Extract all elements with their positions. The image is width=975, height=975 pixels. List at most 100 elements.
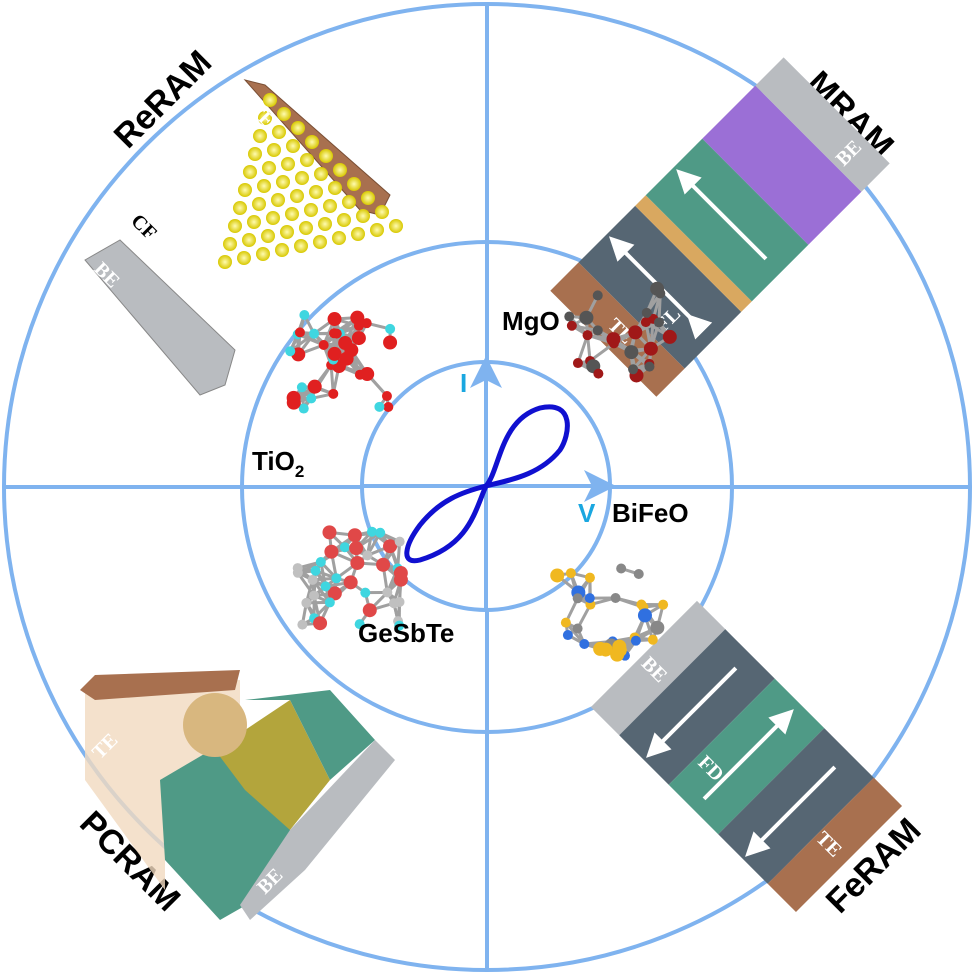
atom — [347, 528, 362, 543]
tio2-label-main: TiO — [252, 446, 295, 476]
voltage-axis-label: V — [578, 498, 596, 528]
atom — [582, 330, 593, 341]
feram-bottom-electrode — [590, 600, 726, 736]
atom — [633, 568, 644, 579]
filament-atom — [237, 251, 251, 265]
atom — [327, 312, 342, 327]
atom — [644, 361, 655, 372]
filament-atom — [294, 239, 308, 253]
atom — [566, 320, 577, 331]
atom — [298, 403, 309, 414]
filament-atom — [333, 163, 347, 177]
atom — [324, 597, 335, 608]
atom — [306, 393, 317, 404]
atom — [382, 587, 393, 598]
atom — [307, 574, 318, 585]
atom — [584, 593, 595, 604]
filament-atom — [257, 179, 271, 193]
atom — [593, 368, 604, 379]
mram-afm-layer — [702, 85, 862, 245]
atom — [650, 620, 665, 635]
atom — [624, 345, 639, 360]
filament-atom — [305, 135, 319, 149]
filament-atom — [271, 193, 285, 207]
atom — [565, 568, 576, 579]
pcram-upper-block — [245, 690, 375, 780]
tio2-label-subscript: 2 — [295, 462, 304, 481]
atom — [362, 603, 377, 618]
filament-atom — [389, 219, 403, 233]
filament-atom — [242, 233, 256, 247]
filament-atom — [238, 183, 252, 197]
atom — [322, 525, 337, 540]
filament-atom — [280, 225, 294, 239]
filament-atom — [314, 167, 328, 181]
atom — [388, 598, 399, 609]
atom — [354, 619, 365, 630]
atom — [572, 623, 583, 634]
reram-cf-label: CF — [126, 210, 160, 244]
filament-atom — [328, 181, 342, 195]
atom — [637, 608, 652, 623]
atom — [579, 310, 594, 325]
filament-atom — [233, 201, 247, 215]
mgo-crystal — [564, 281, 677, 383]
filament-atom — [228, 219, 242, 233]
atom — [374, 401, 385, 412]
atom — [297, 619, 308, 630]
bifeo-label: BiFeO — [612, 498, 689, 528]
atom — [394, 536, 405, 547]
atom — [564, 311, 575, 322]
atom — [628, 364, 639, 375]
atom — [327, 346, 342, 361]
atom — [320, 581, 331, 592]
hysteresis-loop — [404, 404, 570, 564]
atom — [393, 572, 408, 587]
atom — [313, 616, 328, 631]
filament-atom — [295, 171, 309, 185]
atom — [318, 340, 329, 351]
filament-atom — [299, 221, 313, 235]
atom — [315, 556, 326, 567]
atom — [616, 563, 627, 574]
atom — [584, 572, 595, 583]
conductive-filament — [218, 93, 403, 269]
pinned-layer-arrow — [676, 169, 768, 261]
filament-atom — [223, 237, 237, 251]
atom — [550, 568, 565, 583]
atom — [361, 318, 372, 329]
filament-atom — [247, 215, 261, 229]
atom — [653, 317, 664, 328]
filament-atom — [267, 143, 281, 157]
mgo-label: MgO — [502, 306, 560, 336]
atom — [641, 307, 652, 318]
filament-atom — [258, 111, 272, 125]
atom — [394, 620, 405, 631]
mram-bottom-electrode — [755, 57, 890, 192]
domain-arrow-down — [646, 666, 738, 758]
atom — [343, 575, 358, 590]
filament-atom — [291, 121, 305, 135]
domain-arrow-down-2 — [745, 765, 837, 857]
filament-atom — [276, 175, 290, 189]
filament-atom — [261, 229, 275, 243]
atom — [309, 590, 320, 601]
atom — [610, 647, 625, 662]
feram-top-electrode — [767, 777, 903, 913]
atom — [296, 382, 307, 393]
atom — [349, 541, 364, 556]
filament-atom — [290, 189, 304, 203]
atom — [562, 630, 573, 641]
atom — [375, 527, 386, 538]
atom — [643, 341, 658, 356]
atom — [301, 597, 312, 608]
atom — [344, 343, 359, 358]
atom — [294, 327, 305, 338]
filament-atom — [248, 147, 262, 161]
atom — [383, 539, 398, 554]
atom — [285, 346, 296, 357]
atom — [350, 555, 365, 570]
atom — [381, 391, 392, 402]
atom — [360, 587, 371, 598]
